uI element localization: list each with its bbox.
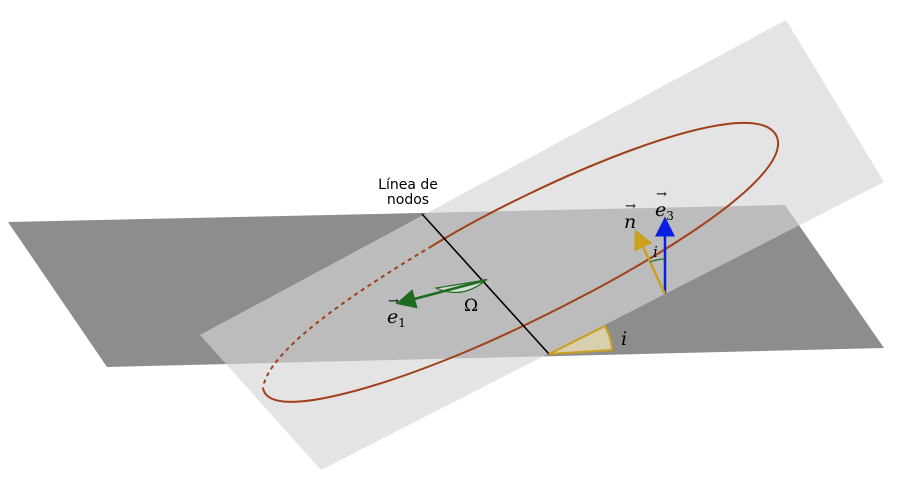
line-of-nodes-label-line2: nodos <box>386 192 430 208</box>
inclination-wedge <box>548 324 614 355</box>
orbit-ellipse <box>262 121 779 403</box>
e1-label-base: e <box>387 294 399 328</box>
e3-label: e3 <box>655 187 674 223</box>
e3-label-sub: 3 <box>666 209 674 223</box>
orbit-hidden-arc <box>262 245 433 389</box>
line-of-nodes-label-line1: Línea de <box>378 177 438 193</box>
e1-label-sub: 1 <box>398 316 406 330</box>
n-label-base: n <box>624 199 636 233</box>
n-vector <box>634 229 667 295</box>
omega-label: Ω <box>464 296 479 316</box>
e1-vector <box>395 278 487 309</box>
inclination-label: i <box>621 328 628 350</box>
line-of-nodes-label: Línea de nodos <box>373 178 443 208</box>
n-label: n <box>624 199 636 233</box>
line-of-nodes <box>421 213 550 355</box>
orbital-plane <box>200 20 884 470</box>
e1-label: e1 <box>387 294 406 330</box>
e3-label-base: e <box>655 187 667 221</box>
small-inclination-label: i <box>653 243 658 261</box>
small-inclination-arc <box>649 258 666 263</box>
